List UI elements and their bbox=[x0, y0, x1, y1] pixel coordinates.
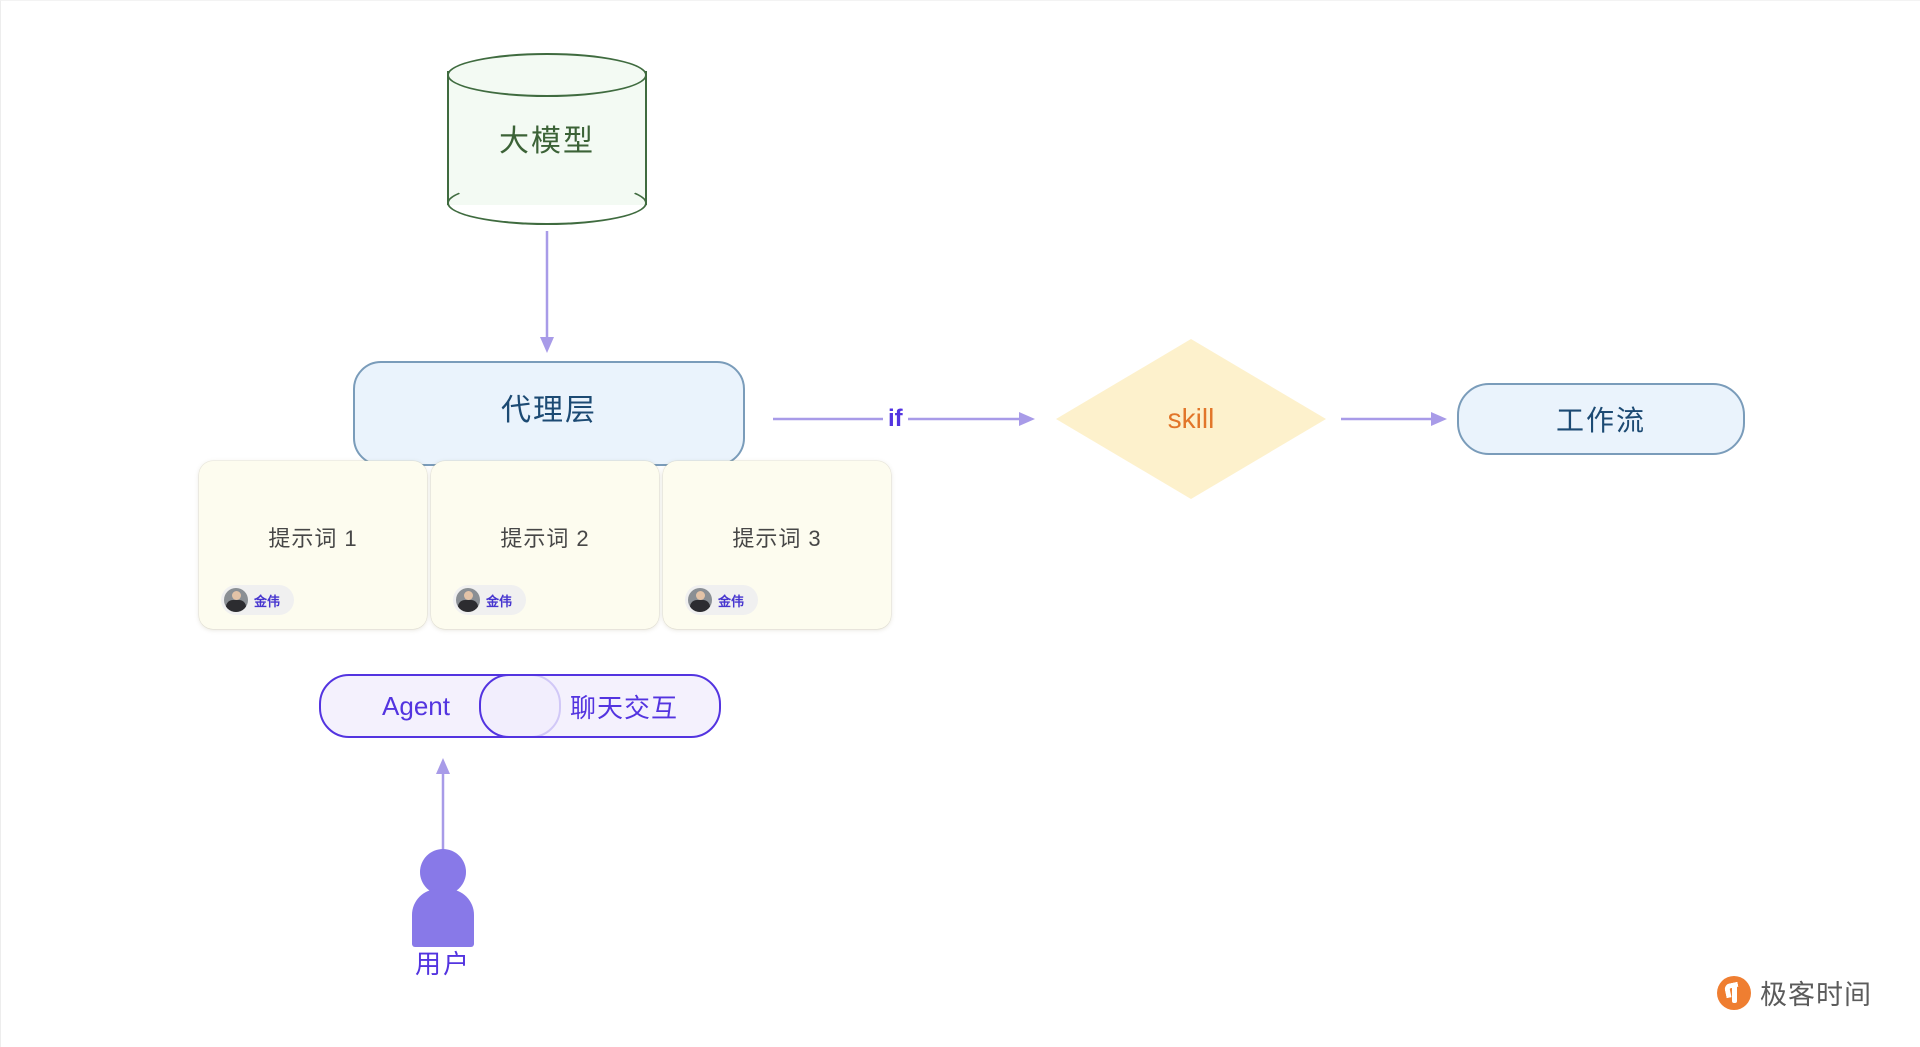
node-prompt-card-3[interactable]: 提示词 3 金伟 bbox=[663, 461, 891, 629]
author-badge[interactable]: 金伟 bbox=[221, 585, 295, 615]
node-prompt-card-1[interactable]: 提示词 1 金伟 bbox=[199, 461, 427, 629]
node-user-icon[interactable] bbox=[412, 849, 474, 949]
author-badge[interactable]: 金伟 bbox=[453, 585, 527, 615]
venn-pill-chat[interactable]: 聊天交互 bbox=[479, 674, 721, 738]
node-skill[interactable]: skill bbox=[1056, 339, 1326, 499]
node-agent-chat-venn: Agent 聊天交互 bbox=[319, 674, 771, 738]
agent-layer-label: 代理层 bbox=[501, 394, 597, 427]
skill-label: skill bbox=[1167, 403, 1215, 434]
chat-label: 聊天交互 bbox=[569, 692, 678, 723]
watermark-geektime: 极客时间 bbox=[1717, 973, 1872, 1012]
cylinder-top-ellipse bbox=[447, 53, 647, 97]
edge-user-to-agent bbox=[436, 758, 450, 854]
user-label: 用户 bbox=[414, 949, 471, 979]
avatar-icon bbox=[688, 588, 712, 612]
prompt-card-title: 提示词 3 bbox=[732, 526, 822, 551]
person-body-icon bbox=[412, 889, 474, 947]
prompt-card-title: 提示词 2 bbox=[500, 526, 590, 551]
node-large-model[interactable]: 大模型 bbox=[447, 53, 647, 225]
author-badge[interactable]: 金伟 bbox=[685, 585, 759, 615]
node-agent-layer[interactable]: 代理层 bbox=[353, 361, 745, 466]
watermark-text: 极客时间 bbox=[1760, 980, 1872, 1010]
author-name: 金伟 bbox=[254, 593, 281, 609]
edge-agent-layer-to-skill bbox=[773, 412, 1035, 426]
person-head-icon bbox=[420, 849, 466, 895]
avatar-icon bbox=[224, 588, 248, 612]
node-prompt-card-2[interactable]: 提示词 2 金伟 bbox=[431, 461, 659, 629]
cylinder-bottom-ellipse bbox=[447, 181, 647, 225]
geektime-logo-icon bbox=[1717, 975, 1751, 1010]
edge-label-if: if bbox=[883, 405, 908, 433]
workflow-label: 工作流 bbox=[1555, 405, 1646, 436]
prompt-card-title: 提示词 1 bbox=[268, 526, 358, 551]
author-name: 金伟 bbox=[486, 593, 513, 609]
author-name: 金伟 bbox=[718, 593, 745, 609]
edge-skill-to-workflow bbox=[1341, 412, 1447, 426]
node-workflow[interactable]: 工作流 bbox=[1457, 383, 1745, 455]
large-model-label: 大模型 bbox=[499, 125, 595, 158]
avatar-icon bbox=[456, 588, 480, 612]
agent-label: Agent bbox=[382, 690, 450, 721]
edge-model-to-agent-layer bbox=[540, 231, 554, 353]
